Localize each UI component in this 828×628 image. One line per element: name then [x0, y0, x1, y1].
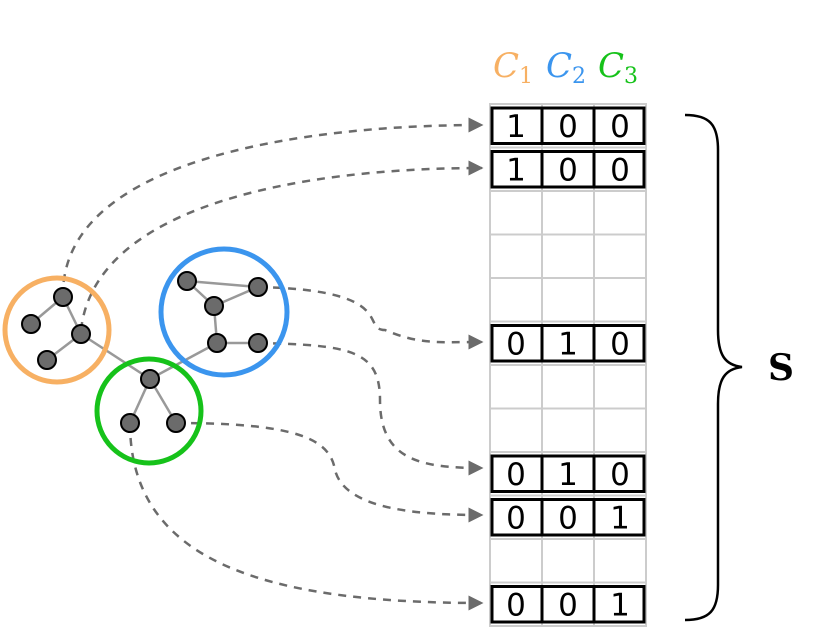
cluster-circle-blue — [158, 246, 290, 378]
matrix-cell-value: 1 — [610, 500, 630, 536]
grid-cell — [593, 233, 647, 279]
graph-nodes — [21, 271, 268, 433]
matrix-row-outline — [490, 150, 646, 189]
matrix-cell-value: 1 — [506, 152, 526, 188]
matrix-cell-value: 0 — [610, 326, 630, 362]
matrix-row-outline — [490, 106, 646, 145]
matrix-cell-value: 0 — [610, 109, 630, 145]
matrix-cell-value: 0 — [506, 457, 526, 493]
arrow-orange-node-2 — [79, 160, 484, 331]
arrow-blue-node-2 — [257, 341, 484, 476]
matrix-cell-value: 0 — [558, 109, 578, 145]
cluster-circle-orange — [2, 275, 112, 385]
graph-node — [204, 296, 224, 316]
column-header-c2: C2 — [546, 46, 586, 89]
grid-cell — [541, 364, 595, 410]
matrix-cell-value: 0 — [506, 500, 526, 536]
graph-node — [207, 333, 227, 353]
grid-cell — [489, 407, 543, 453]
grid-cell — [541, 233, 595, 279]
graph-node — [53, 287, 73, 307]
graph-node — [37, 350, 57, 370]
grid-cell — [593, 277, 647, 323]
matrix-cell-value: 0 — [558, 500, 578, 536]
arrow-orange-node-1 — [61, 117, 484, 298]
graph-node — [71, 324, 91, 344]
grid-cell — [541, 277, 595, 323]
graph-node — [177, 271, 197, 291]
grid-cell — [489, 538, 543, 584]
grid-cell — [489, 364, 543, 410]
matrix-cell-value: 0 — [558, 587, 578, 623]
matrix-cell-value: 0 — [610, 457, 630, 493]
matrix-row-outline — [490, 454, 646, 493]
grid-cell — [489, 277, 543, 323]
graph-node — [140, 369, 160, 389]
matrix-row-outline — [490, 585, 646, 624]
cluster-circle-green — [94, 356, 204, 466]
matrix-cell-value: 0 — [506, 587, 526, 623]
matrix-cell-value: 1 — [506, 109, 526, 145]
assignment-arrows — [61, 117, 484, 611]
matrix-cell-value: 1 — [558, 326, 578, 362]
right-brace — [684, 113, 743, 622]
matrix-cell-value: 1 — [610, 587, 630, 623]
graph-node — [166, 413, 186, 433]
graph-node — [248, 333, 268, 353]
column-header-c3: C3 — [598, 46, 638, 89]
graph-node — [21, 314, 41, 334]
matrix-cell-value: 0 — [558, 152, 578, 188]
matrix-cell-value: 1 — [558, 457, 578, 493]
matrix-label: S — [768, 347, 794, 389]
matrix-cell-value: 0 — [506, 326, 526, 362]
grid-cell — [593, 364, 647, 410]
grid-cell — [541, 190, 595, 236]
grid-cell — [593, 407, 647, 453]
grid-cell — [593, 190, 647, 236]
arrow-green-node-1 — [175, 421, 484, 523]
matrix-cell-value: 0 — [610, 152, 630, 188]
arrow-green-node-2 — [128, 422, 484, 611]
grid-cell — [541, 407, 595, 453]
grid-cell — [489, 190, 543, 236]
grid-cell — [593, 538, 647, 584]
grid-cell — [489, 233, 543, 279]
matrix-row-outline — [490, 498, 646, 537]
column-header-c1: C1 — [493, 46, 533, 89]
grid-cell — [541, 538, 595, 584]
matrix-row-outline — [490, 324, 646, 363]
arrow-blue-node-1 — [257, 285, 484, 350]
graph-node — [120, 413, 140, 433]
graph-node — [248, 277, 268, 297]
column-headers: C1 C2 C3 — [493, 46, 638, 89]
